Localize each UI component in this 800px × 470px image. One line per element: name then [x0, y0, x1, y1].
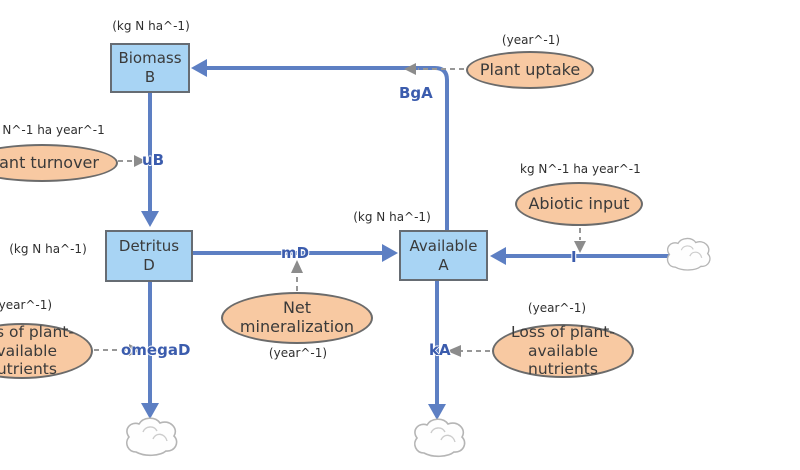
unit-available: (kg N ha^-1): [353, 210, 431, 224]
variable-loss-left-line1: Loss of plant-: [0, 322, 74, 341]
variable-abiotic-input-label: Abiotic input: [528, 193, 630, 213]
connector-plant-turnover[interactable]: [118, 155, 146, 167]
variable-net-mineralization-line1: Net: [282, 298, 312, 318]
stock-available-label: Available: [409, 236, 478, 255]
variable-loss-right-line3: nutrients: [528, 360, 598, 379]
stock-available-symbol: A: [438, 255, 449, 274]
connector-loss-left[interactable]: [94, 344, 141, 356]
flow-abiotic-input-arrow[interactable]: [490, 247, 672, 265]
variable-abiotic-input[interactable]: Abiotic input: [515, 182, 643, 226]
flow-detritus-loss-arrow[interactable]: [141, 282, 159, 419]
stock-biomass-label: Biomass: [118, 49, 182, 68]
variable-loss-right-line2: available: [528, 341, 598, 360]
unit-plant-uptake: (year^-1): [501, 33, 561, 47]
variable-loss-left-line2: available: [0, 341, 57, 360]
flow-label-i[interactable]: I: [571, 248, 577, 266]
variable-loss-right-line1: Loss of plant-: [511, 322, 615, 341]
flow-available-loss-arrow[interactable]: [428, 281, 446, 420]
flow-label-ub[interactable]: uB: [142, 151, 165, 169]
variable-loss-left-line3: nutrients: [0, 360, 57, 379]
unit-loss-right: (year^-1): [527, 301, 587, 315]
variable-loss-right[interactable]: Loss of plant- available nutrients: [492, 322, 634, 379]
connector-abiotic-input[interactable]: [574, 228, 586, 253]
flow-label-ka[interactable]: kA: [429, 341, 451, 359]
flow-label-md[interactable]: mD: [281, 244, 310, 262]
stock-detritus-symbol: D: [143, 256, 155, 274]
flow-label-bga[interactable]: BgA: [399, 84, 433, 102]
unit-biomass: (kg N ha^-1): [112, 19, 190, 33]
cloud-source-abiotic[interactable]: [666, 237, 711, 271]
connector-net-mineralization[interactable]: [291, 260, 303, 291]
variable-loss-left[interactable]: Loss of plant- available nutrients: [0, 323, 93, 379]
stock-biomass[interactable]: Biomass B: [110, 43, 190, 93]
cloud-sink-detritus[interactable]: [126, 417, 178, 457]
flow-mineralization-arrow[interactable]: [193, 244, 398, 262]
connector-loss-right[interactable]: [447, 345, 490, 357]
variable-plant-uptake-label: Plant uptake: [479, 59, 581, 79]
unit-abiotic-input: kg N^-1 ha year^-1: [520, 162, 641, 176]
unit-loss-left: (year^-1): [0, 298, 53, 312]
variable-plant-uptake[interactable]: Plant uptake: [466, 51, 594, 89]
cloud-sink-available[interactable]: [414, 418, 466, 458]
stock-detritus[interactable]: Detritus D: [105, 230, 193, 282]
unit-plant-turnover: kg N^-1 ha year^-1: [0, 123, 105, 137]
unit-detritus: (kg N ha^-1): [9, 242, 87, 256]
stock-biomass-symbol: B: [144, 68, 156, 86]
variable-net-mineralization-line2: mineralization: [239, 317, 355, 336]
flow-label-omegad[interactable]: omegaD: [121, 341, 191, 359]
connector-plant-uptake[interactable]: [404, 63, 464, 75]
variable-plant-turnover-label: Plant turnover: [0, 152, 99, 172]
variable-plant-turnover[interactable]: Plant turnover: [0, 144, 118, 182]
stock-available[interactable]: Available A: [399, 230, 488, 281]
flow-plant-turnover-arrow[interactable]: [141, 93, 159, 227]
stock-detritus-label: Detritus: [118, 237, 180, 256]
unit-net-mineralization: (year^-1): [268, 346, 328, 360]
variable-net-mineralization[interactable]: Net mineralization: [221, 292, 373, 344]
